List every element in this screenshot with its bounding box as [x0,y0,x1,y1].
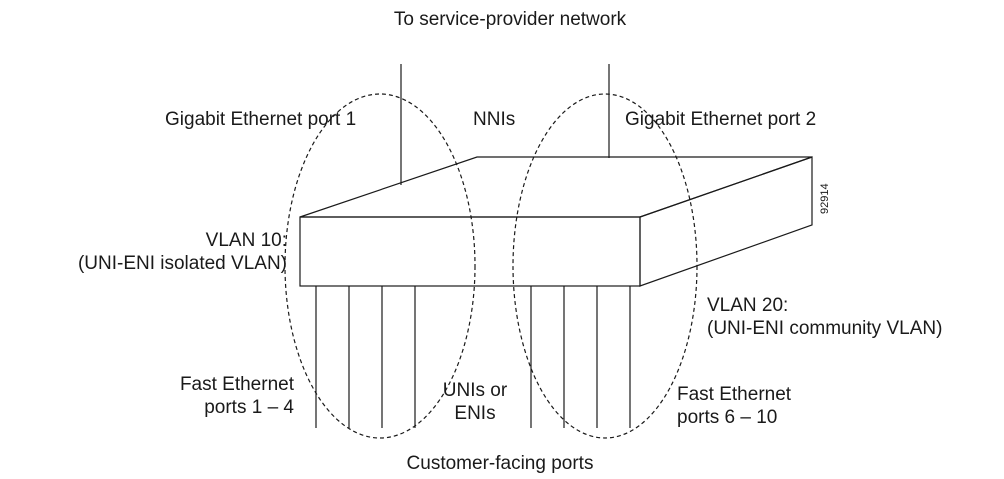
fast-ethernet-right-line2: ports 6 – 10 [677,407,778,428]
vlan10-label: VLAN 10: (UNI-ENI isolated VLAN) [0,229,287,275]
unis-enis-label: UNIs or ENIs [435,379,515,425]
gig-port-1-label: Gigabit Ethernet port 1 [165,109,357,130]
fast-ethernet-left-line1: Fast Ethernet [179,374,294,395]
gig-port-2-label: Gigabit Ethernet port 2 [625,109,817,130]
customer-facing-ports-label: Customer-facing ports [406,453,594,474]
fast-ethernet-right-label: Fast Ethernet ports 6 – 10 [677,383,791,429]
vlan20-boundary [512,93,698,439]
fast-ethernet-right-line1: Fast Ethernet [677,384,792,405]
fast-ethernet-left-label: Fast Ethernet ports 1 – 4 [140,373,294,419]
vlan20-label-line2: (UNI-ENI community VLAN) [707,318,943,339]
unis-enis-line1: UNIs or [442,380,508,401]
nnis-label: NNIs [473,109,516,130]
vlan10-boundary [284,93,476,439]
fast-ethernet-left-line2: ports 1 – 4 [204,397,294,418]
switch-front-face [299,216,641,287]
top-network-label: To service-provider network [393,9,627,30]
switch-side-face [639,156,813,287]
unis-enis-line2: ENIs [454,403,496,424]
switch-top-face [299,156,813,218]
vlan10-label-line2: (UNI-ENI isolated VLAN) [77,253,287,274]
vlan10-label-line1: VLAN 10: [205,230,287,251]
vlan20-label-line1: VLAN 20: [707,295,789,316]
vlan20-label: VLAN 20: (UNI-ENI community VLAN) [707,294,942,340]
figure-id: 92914 [819,183,831,214]
